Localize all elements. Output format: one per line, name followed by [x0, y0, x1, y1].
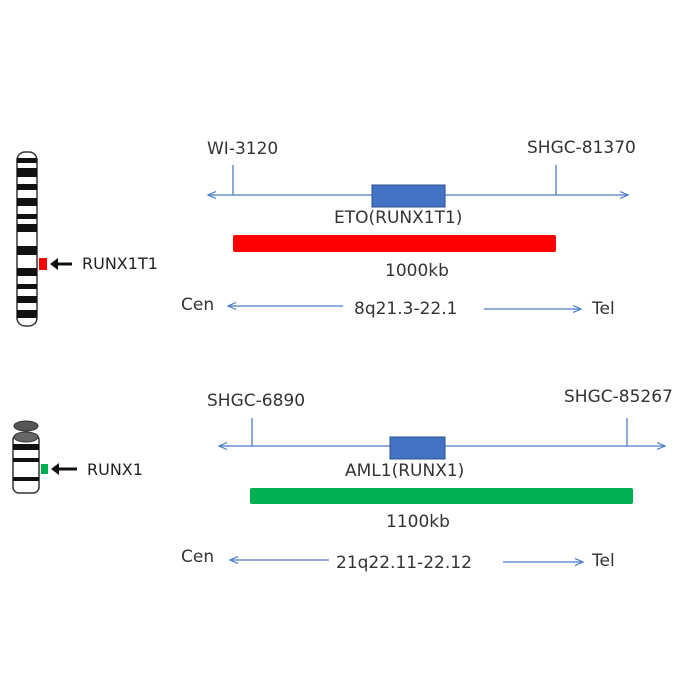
panel1-band-label: 8q21.3-22.1 [354, 299, 458, 319]
panel1-tel-label: Tel [592, 299, 615, 319]
panel2-probe-size: 1100kb [386, 512, 450, 532]
panel2-gene-label: AML1(RUNX1) [345, 461, 465, 481]
panel2-tel-label: Tel [592, 551, 615, 571]
panel2-left-marker: SHGC-6890 [207, 391, 306, 411]
chromosome-8-ideogram [16, 151, 38, 327]
panel2-cen-label: Cen [181, 547, 215, 567]
panel1-left-marker: WI-3120 [207, 139, 279, 159]
chromosome-21-arrow-icon [51, 463, 77, 475]
panel2-band-label: 21q22.11-22.12 [336, 553, 472, 573]
panel1-probe-size: 1000kb [385, 261, 449, 281]
chromosome-21-ideogram [12, 420, 40, 494]
chromosome-21-probe-marker [41, 464, 48, 474]
chromosome-8-probe-marker [39, 258, 47, 270]
panel1-right-marker: SHGC-81370 [527, 138, 636, 158]
panel1-chromosome-label: RUNX1T1 [82, 254, 158, 273]
panel2-gene-box [389, 436, 446, 460]
panel1-cen-label: Cen [181, 295, 215, 315]
panel1-probe-bar [233, 235, 556, 252]
panel1-gene-label: ETO(RUNX1T1) [334, 208, 463, 228]
panel2-chromosome-label: RUNX1 [87, 460, 143, 479]
chromosome-8-arrow-icon [50, 258, 72, 270]
panel2-probe-bar [250, 488, 633, 504]
panel1-gene-box [371, 184, 446, 208]
panel2-right-marker: SHGC-85267 [564, 387, 673, 407]
